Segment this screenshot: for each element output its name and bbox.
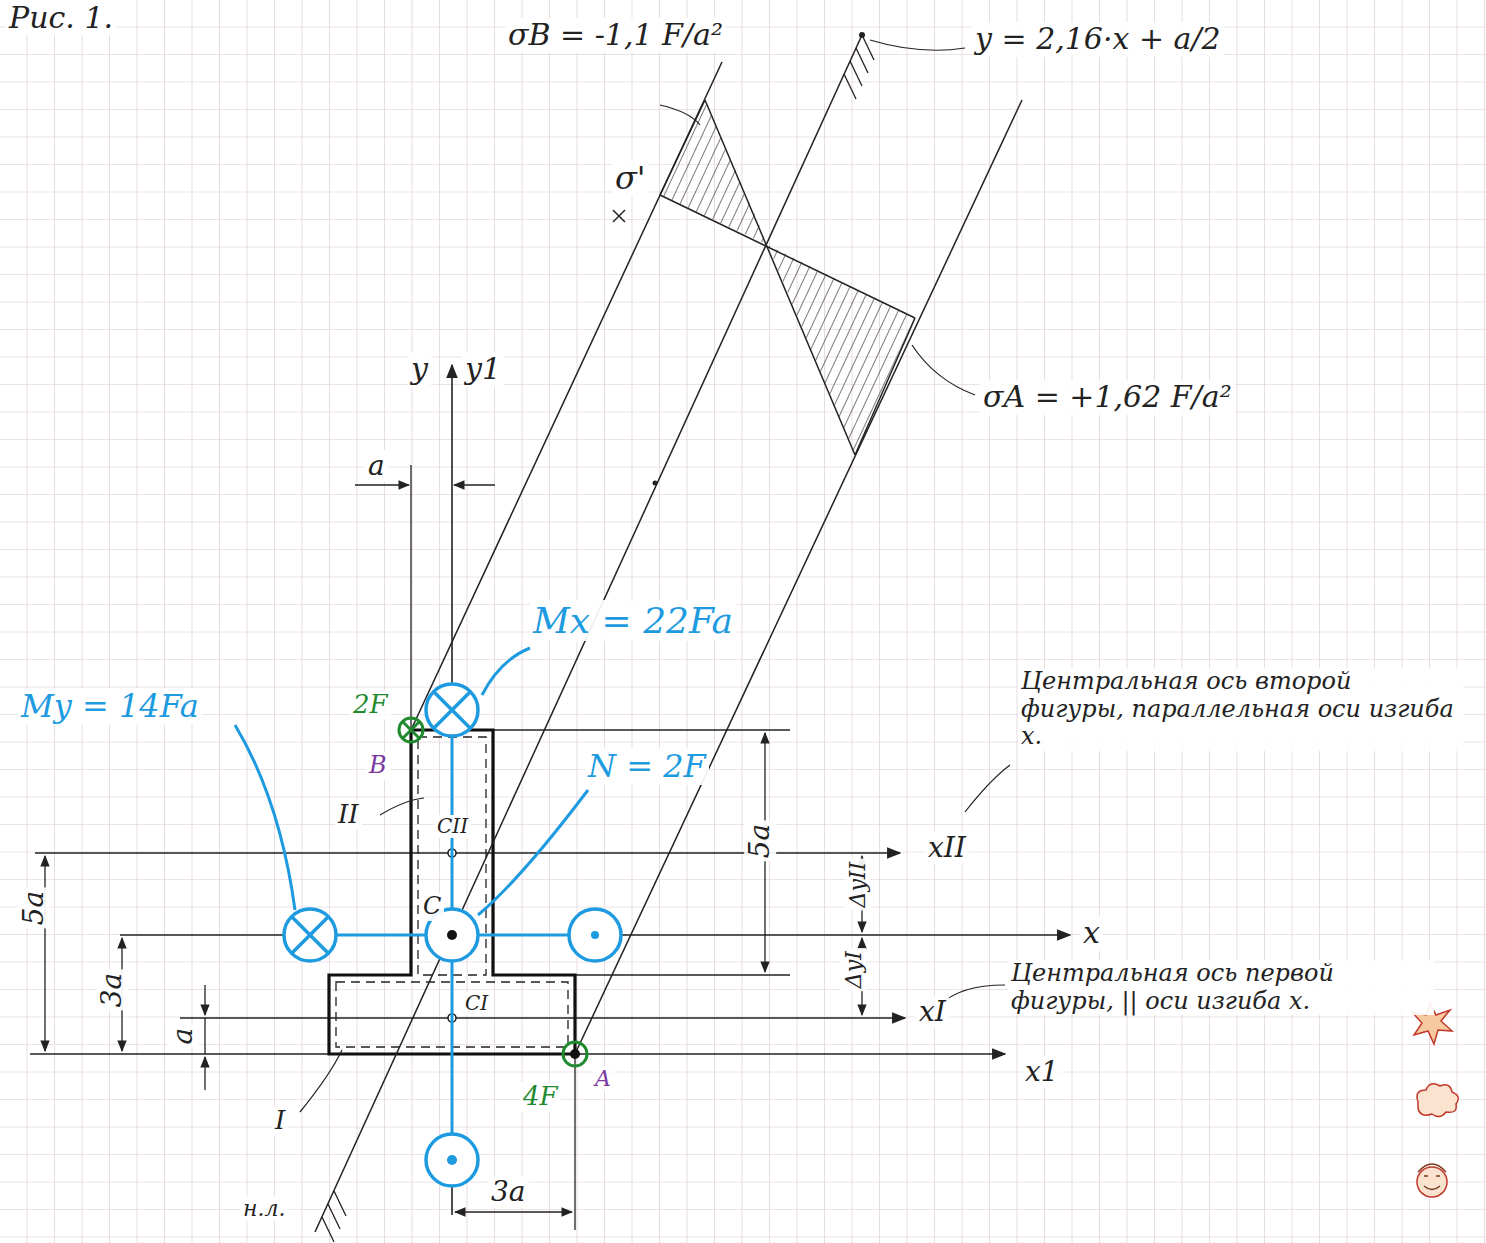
axis-note: Центральная ось второй фигуры, параллель… bbox=[1018, 668, 1464, 751]
dimension-label: a bbox=[167, 1025, 199, 1048]
figure-title: Рис. 1. bbox=[6, 0, 116, 35]
point-label: B bbox=[366, 752, 390, 780]
force-label: 2F bbox=[350, 690, 391, 720]
centroid-label: C bbox=[420, 893, 444, 921]
moment-label: My = 14Fa bbox=[18, 688, 202, 725]
axis-label: x bbox=[1080, 916, 1103, 951]
axis-label: y1 bbox=[462, 352, 504, 387]
stress-value: σB = -1,1 F/a² bbox=[505, 18, 726, 53]
centroid-label: CI bbox=[462, 992, 491, 1015]
dimension-label: 3a bbox=[96, 970, 128, 1011]
part-label: II bbox=[335, 800, 362, 830]
part-label: I bbox=[272, 1106, 288, 1136]
point-label: A bbox=[592, 1066, 614, 1091]
centroid-label: CII bbox=[434, 815, 471, 838]
dimension-label: a bbox=[365, 450, 388, 482]
axis-label: y bbox=[408, 352, 431, 387]
stress-mark: σ' bbox=[612, 160, 649, 197]
stress-value: σA = +1,62 F/a² bbox=[980, 380, 1235, 415]
dimension-label: 5a bbox=[744, 821, 776, 862]
axis-label: xII bbox=[925, 832, 969, 864]
force-label: N = 2F bbox=[585, 748, 709, 785]
axis-note: Центральная ось первой фигуры, || оси из… bbox=[1008, 960, 1434, 1015]
neutral-line-equation: y = 2,16·x + a/2 bbox=[972, 22, 1224, 57]
dimension-label: ΔyII bbox=[845, 859, 870, 911]
neutral-line-label: н.л. bbox=[240, 1196, 289, 1221]
moment-label: Mx = 22Fa bbox=[530, 600, 736, 641]
dimension-label: 3a bbox=[488, 1176, 529, 1208]
force-label: 4F bbox=[520, 1082, 561, 1112]
axis-label: x1 bbox=[1022, 1056, 1062, 1088]
axis-label: xI bbox=[916, 996, 949, 1028]
dimension-label: 5a bbox=[18, 888, 50, 929]
dimension-label: ΔyI bbox=[841, 948, 866, 991]
